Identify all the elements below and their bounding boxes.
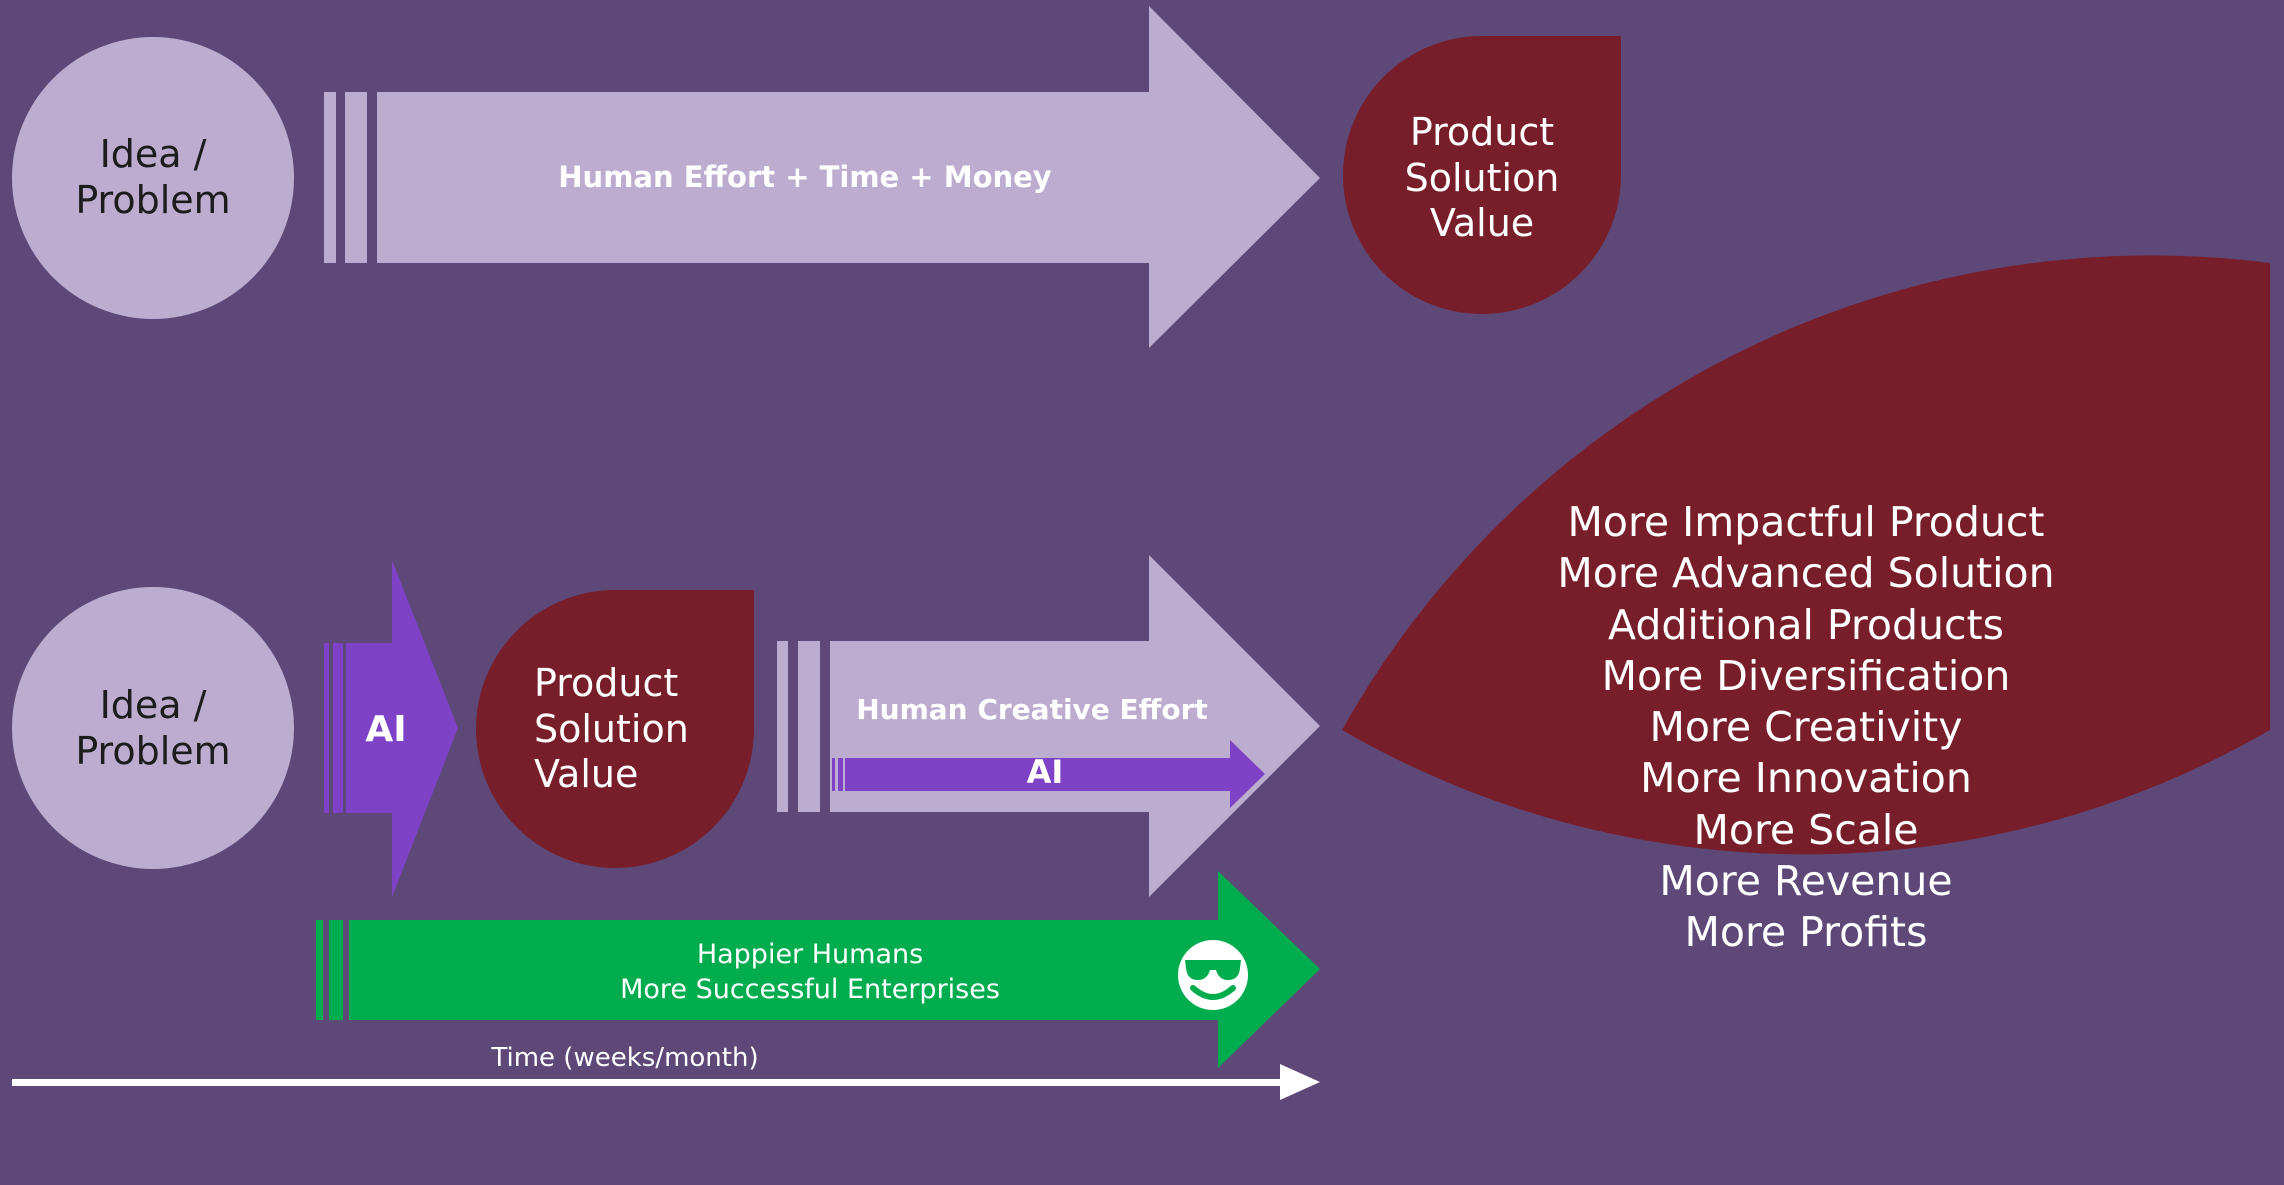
bottom-idea-circle [12, 587, 294, 869]
outcomes-teardrop [1342, 255, 2270, 855]
bottom-result-line-3: Value [534, 752, 639, 797]
green-arrow-line-2: More Successful Enterprises [620, 974, 1000, 1005]
top-effort-arrow-label: Human Effort + Time + Money [558, 160, 1052, 194]
human-creative-arrow [777, 555, 1320, 897]
bottom-result-label: Product Solution Value [478, 661, 734, 798]
outcome-item: More Scale [1693, 805, 1919, 854]
top-effort-arrow-stripe-1 [324, 92, 336, 263]
top-effort-arrow-body [377, 6, 1320, 348]
ai-arrow [324, 560, 458, 897]
timeline-arrow [12, 1064, 1320, 1100]
bottom-idea-line-2: Problem [75, 728, 231, 773]
ai-arrow-body [346, 560, 458, 897]
bottom-result-teardrop [476, 590, 755, 869]
green-arrow-stripe-1 [316, 920, 323, 1020]
human-creative-arrow-stripe-2 [798, 641, 820, 812]
top-result-line-2: Solution [1404, 155, 1560, 200]
top-result-label: Product Solution Value [1343, 110, 1621, 247]
top-idea-label: Idea / Problem [13, 132, 293, 223]
green-arrow-line-1: Happier Humans [696, 939, 924, 970]
ai-arrow-stripe-2 [333, 643, 343, 813]
timeline-label: Time (weeks/month) [491, 1043, 759, 1073]
top-result-teardrop [1343, 36, 1621, 314]
inner-ai-arrow-stripe-1 [832, 758, 835, 791]
top-idea-circle [12, 37, 294, 319]
outcome-item: Additional Products [1608, 600, 2004, 649]
smiling-face-with-sunglasses-icon [1178, 940, 1248, 1010]
top-idea-line-1: Idea / [99, 132, 207, 176]
outcome-item: More Innovation [1640, 754, 1972, 803]
bottom-result-line-2: Solution [534, 706, 689, 751]
top-effort-arrow-stripe-2 [345, 92, 367, 263]
human-creative-arrow-label: Human Creative Effort [856, 693, 1208, 726]
outcomes-list: More Impactful Product More Advanced Sol… [1456, 497, 2156, 959]
human-creative-arrow-stripe-1 [777, 641, 788, 812]
bottom-result-line-1: Product [534, 661, 679, 705]
outcome-item: More Creativity [1649, 703, 1963, 752]
outcome-item: More Impactful Product [1567, 498, 2045, 546]
green-arrow [316, 871, 1320, 1068]
outcome-item: More Profits [1684, 908, 1928, 957]
inner-ai-arrow-body [845, 740, 1265, 808]
top-idea-line-2: Problem [75, 177, 231, 222]
ai-arrow-stripe-1 [324, 643, 329, 813]
top-result-line-3: Value [1429, 201, 1535, 246]
bottom-idea-line-1: Idea / [99, 683, 207, 727]
green-arrow-stripe-2 [329, 920, 343, 1020]
bottom-idea-label: Idea / Problem [13, 683, 293, 774]
outcome-item: More Diversification [1601, 651, 2011, 700]
human-creative-arrow-body [830, 555, 1320, 897]
outcome-item: More Advanced Solution [1557, 549, 2055, 598]
top-effort-arrow [324, 6, 1320, 348]
inner-ai-arrow-stripe-2 [838, 758, 843, 791]
outcome-item: More Revenue [1659, 857, 1953, 906]
inner-ai-arrow-label: AI [1026, 753, 1064, 791]
inner-ai-arrow [832, 740, 1265, 808]
green-arrow-label: Happier Humans More Successful Enterpris… [560, 937, 1060, 1007]
green-arrow-body [349, 871, 1320, 1068]
ai-arrow-label: AI [365, 709, 407, 750]
top-result-line-1: Product [1409, 110, 1555, 154]
